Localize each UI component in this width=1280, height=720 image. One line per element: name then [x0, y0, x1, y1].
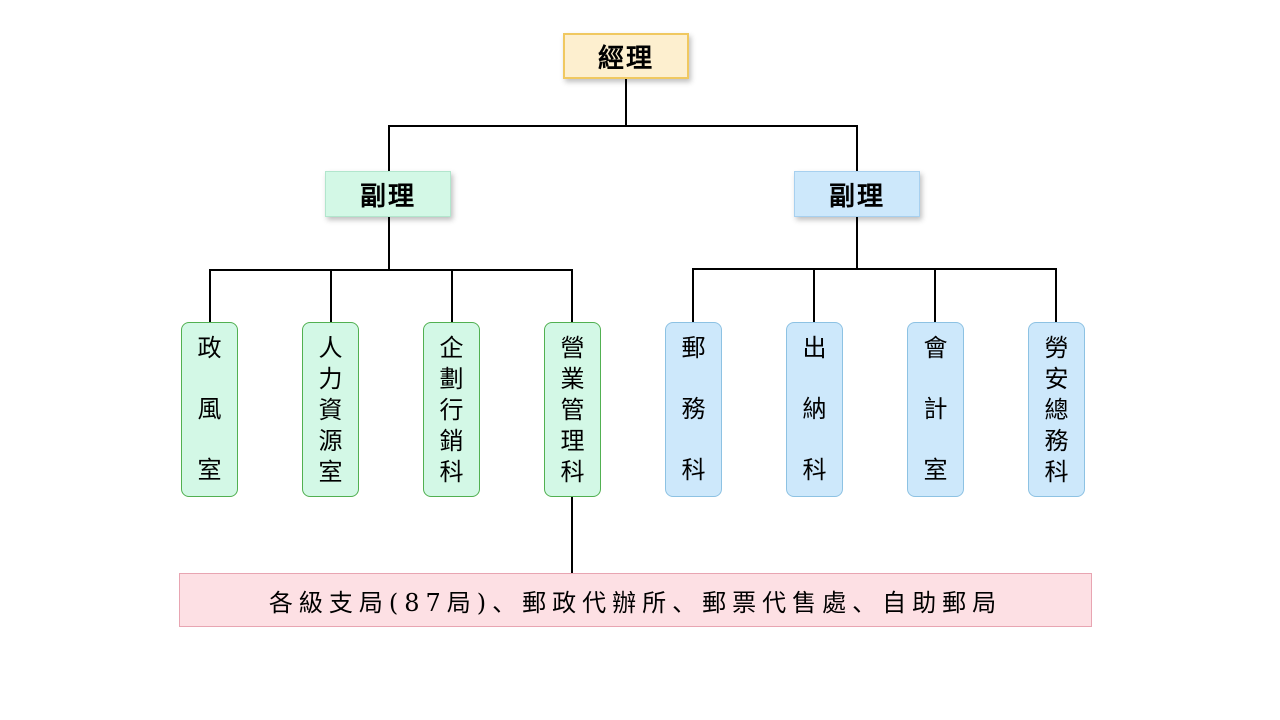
dept-human-resources: 人 力 資 源 室	[302, 322, 359, 497]
dept-char: 勞	[1044, 334, 1069, 362]
dept-char: 科	[1044, 458, 1069, 486]
dept-char: 總	[1044, 396, 1069, 424]
dept-char: 人	[318, 334, 343, 362]
dept-char: 室	[318, 458, 343, 486]
dept-char: 科	[439, 458, 464, 486]
dept-char: 科	[681, 456, 706, 484]
dept-char: 務	[681, 395, 706, 423]
dept-char: 會	[923, 334, 948, 362]
deputy-right-label: 副理	[828, 181, 885, 212]
dept-char: 企	[439, 334, 464, 362]
deputy-right-node: 副理	[794, 171, 920, 217]
branch-offices-node: 各級支局(87局)、郵政代辦所、郵票代售處、自助郵局	[179, 573, 1092, 627]
dept-char: 理	[560, 427, 585, 455]
dept-char: 風	[197, 395, 222, 423]
deputy-left-node: 副理	[325, 171, 451, 217]
deputy-left-label: 副理	[359, 181, 416, 212]
manager-node: 經理	[563, 33, 689, 79]
dept-char: 科	[802, 456, 827, 484]
dept-business-management: 營 業 管 理 科	[544, 322, 601, 497]
dept-postal-affairs: 郵 務 科	[665, 322, 722, 497]
dept-char: 納	[802, 395, 827, 423]
dept-char: 業	[560, 365, 585, 393]
dept-char: 政	[197, 334, 222, 362]
dept-char: 行	[439, 396, 464, 424]
dept-char: 銷	[439, 427, 464, 455]
dept-labor-general-affairs: 勞 安 總 務 科	[1028, 322, 1085, 497]
dept-char: 出	[802, 334, 827, 362]
dept-char: 計	[923, 395, 948, 423]
dept-char: 科	[560, 458, 585, 486]
dept-char: 力	[318, 365, 343, 393]
dept-char: 營	[560, 334, 585, 362]
dept-char: 室	[197, 456, 222, 484]
dept-char: 郵	[681, 334, 706, 362]
branch-offices-label: 各級支局(87局)、郵政代辦所、郵票代售處、自助郵局	[268, 588, 1003, 617]
dept-planning-marketing: 企 劃 行 銷 科	[423, 322, 480, 497]
manager-label: 經理	[597, 43, 654, 74]
dept-char: 源	[318, 427, 343, 455]
dept-char: 劃	[439, 365, 464, 393]
dept-cashier: 出 納 科	[786, 322, 843, 497]
dept-char: 資	[318, 396, 343, 424]
dept-char: 管	[560, 396, 585, 424]
dept-char: 務	[1044, 427, 1069, 455]
dept-zheng-feng: 政 風 室	[181, 322, 238, 497]
dept-accounting: 會 計 室	[907, 322, 964, 497]
dept-char: 室	[923, 456, 948, 484]
dept-char: 安	[1044, 365, 1069, 393]
